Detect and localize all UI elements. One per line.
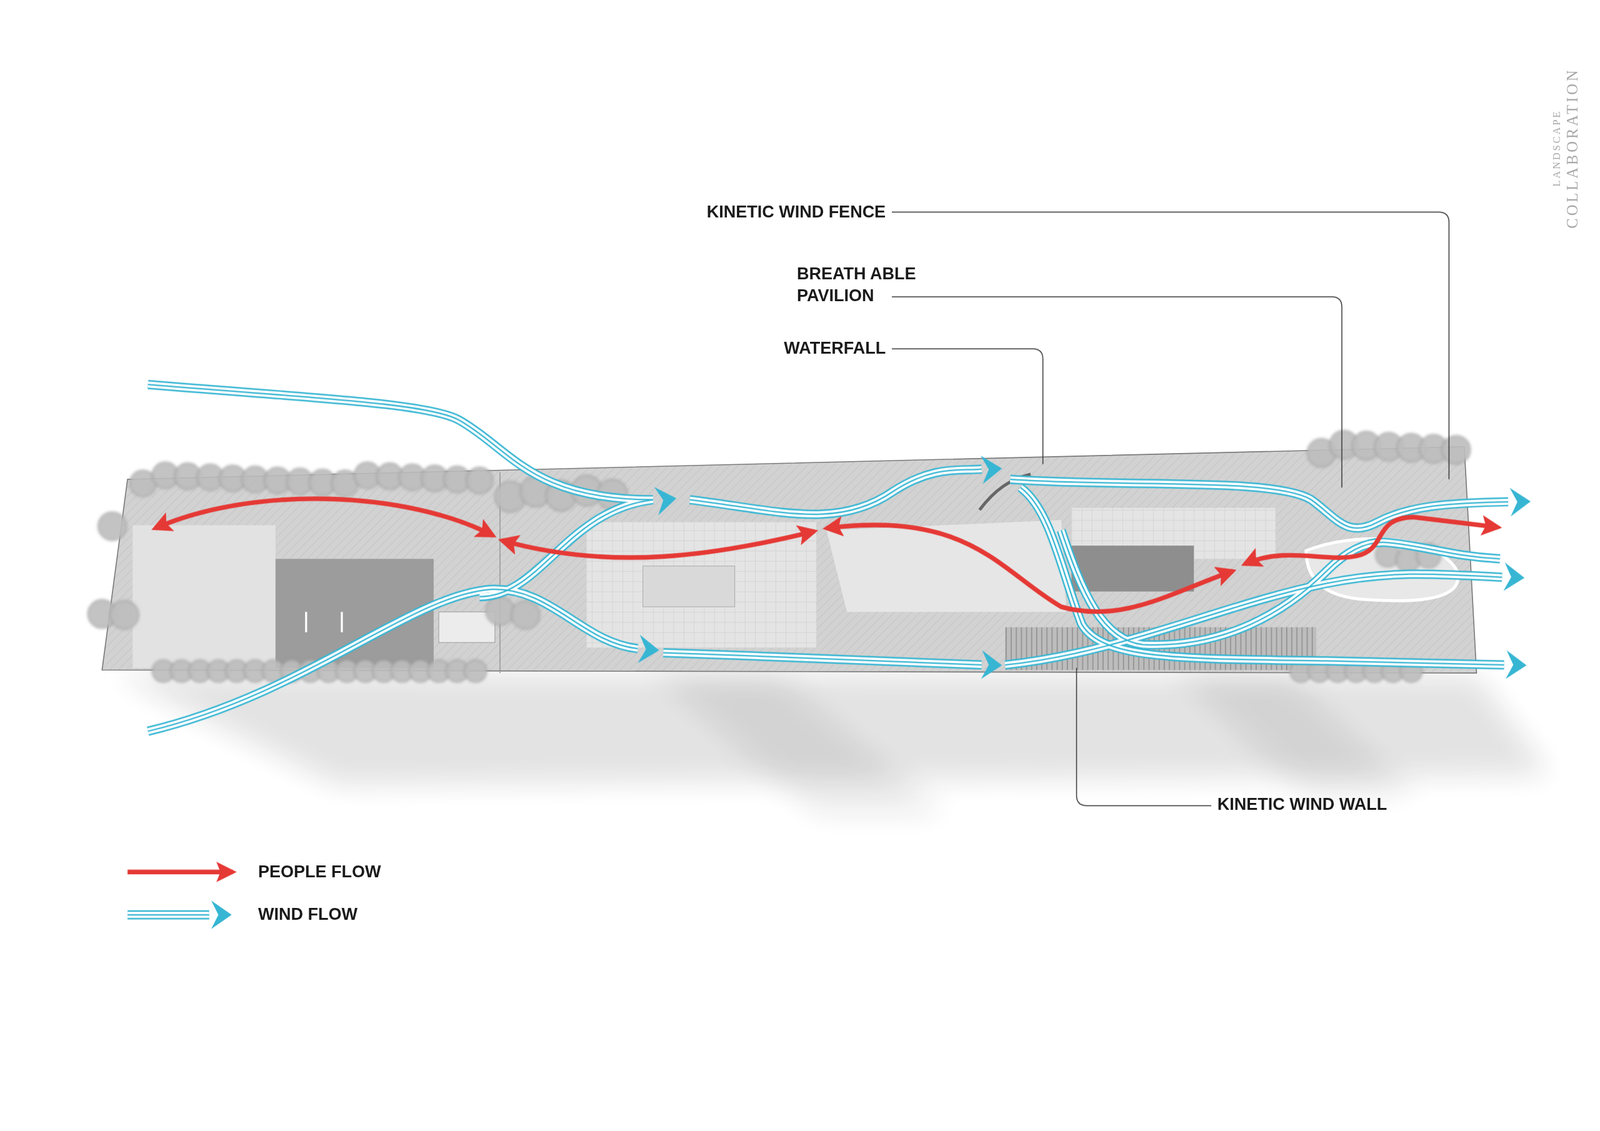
wind-flow: [479, 500, 654, 597]
wind-flow: [690, 469, 982, 515]
callout-label: KINETIC WIND FENCE: [706, 201, 887, 224]
callout-label: BREATH ABLE PAVILION: [796, 262, 941, 307]
tree: [466, 467, 493, 494]
legend-text: WIND FLOW: [258, 904, 358, 927]
watermark: COLLABORATION: [1563, 67, 1582, 229]
wind-flow: [690, 469, 982, 515]
wind-flow: [1061, 530, 1500, 645]
wind-flow: [148, 589, 639, 732]
wind-flow: [127, 910, 210, 920]
watermark: LANDSCAPE: [1550, 109, 1564, 187]
tree: [464, 660, 487, 683]
wind-flow: [148, 384, 654, 500]
wind-flow: [663, 653, 982, 666]
tree: [98, 511, 127, 541]
wind-flow: [1061, 530, 1500, 645]
legend-text: PEOPLE FLOW: [258, 861, 382, 884]
tree: [110, 600, 139, 630]
wind-flow: [127, 914, 210, 916]
wind-flow: [148, 589, 639, 732]
tree: [485, 596, 515, 626]
tree: [511, 600, 540, 630]
wind-flow: [148, 384, 654, 500]
wind-flow: [127, 911, 210, 919]
wind-arrowhead: [211, 454, 1532, 930]
wind-flow: [148, 384, 654, 500]
wind-flow: [1005, 574, 1502, 665]
wind-flow: [479, 500, 654, 597]
callout-label: WATERFALL: [783, 338, 886, 360]
wind-flow: [479, 500, 654, 597]
callout-label: KINETIC WIND WALL: [1217, 794, 1387, 817]
leader-line: [891, 211, 1449, 806]
wind-flow: [663, 653, 982, 666]
wind-flow: [663, 653, 982, 666]
wind-flow: [1061, 530, 1500, 645]
people-flow-arrow: [127, 498, 1499, 872]
tree: [1441, 435, 1471, 465]
wind-flow: [690, 469, 982, 515]
wind-flow: [1020, 487, 1505, 665]
wind-flow: [148, 589, 639, 732]
